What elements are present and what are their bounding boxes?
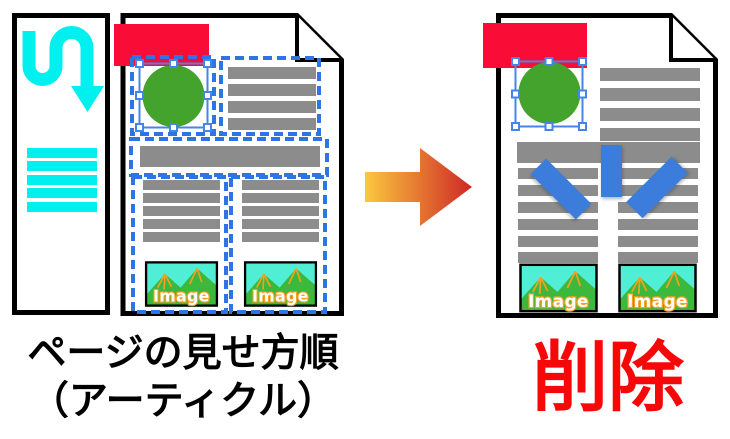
text-line (618, 236, 698, 247)
right-arrow-icon (365, 148, 472, 226)
page-after (483, 13, 718, 318)
text-line (518, 252, 598, 263)
cyan-text-lines (27, 148, 97, 212)
cyan-line (27, 202, 97, 212)
heading-bar (140, 146, 320, 167)
text-line (228, 84, 316, 96)
text-line (228, 118, 316, 130)
text-line (600, 88, 700, 101)
column-text-lines (143, 180, 319, 242)
selection-handle (203, 123, 212, 132)
s-curve-down-arrow-icon (22, 26, 104, 112)
text-line (600, 128, 700, 141)
selection-handle (135, 59, 144, 68)
text-line (518, 236, 598, 247)
deleted-block-left (530, 158, 592, 220)
before-caption-line2: （アーティクル） (29, 379, 337, 424)
text-line (600, 108, 700, 121)
deleted-block-vertical (601, 145, 622, 197)
text-line (618, 252, 698, 263)
text-line (143, 219, 220, 229)
text-line (242, 193, 319, 203)
image-placeholder (243, 261, 318, 307)
text-line (242, 219, 319, 229)
text-line (143, 193, 220, 203)
after-caption: 削除 (532, 333, 684, 422)
image-placeholder (519, 263, 598, 313)
text-line (143, 206, 220, 216)
selection-handle (135, 123, 144, 132)
article-frame-heading (129, 137, 329, 177)
cyan-line (27, 175, 97, 185)
text-line (600, 68, 700, 81)
circle-graphic (142, 65, 205, 127)
cyan-line (27, 188, 97, 198)
before-caption: ページの見せ方順 （アーティクル） (0, 330, 366, 426)
before-caption-line1: ページの見せ方順 (27, 331, 339, 376)
selection-handle (203, 59, 212, 68)
text-lines (228, 67, 316, 130)
text-line (518, 202, 598, 213)
selection-handle (169, 123, 178, 132)
text-line (143, 232, 220, 242)
selection-handle (544, 57, 554, 66)
text-lines (600, 68, 700, 141)
selection-handle (135, 91, 144, 100)
circle-graphic (518, 62, 581, 124)
selection-handle (511, 89, 520, 99)
article-frame-circle (130, 55, 216, 136)
text-line (242, 232, 319, 242)
article-frame-column-right (229, 175, 327, 314)
image-placeholder (144, 261, 219, 307)
selection-handles (511, 57, 587, 131)
text-line (518, 219, 598, 230)
selection-handle (203, 91, 212, 100)
text-line (228, 67, 316, 79)
text-line (228, 101, 316, 113)
article-frame-textblock (219, 56, 321, 136)
selection-handle (578, 122, 587, 131)
page-before (114, 13, 344, 316)
text-line (618, 219, 698, 230)
text-line (618, 202, 698, 213)
text-line (242, 206, 319, 216)
cyan-line (27, 148, 97, 158)
selection-handles (135, 59, 212, 132)
reading-order-panel (12, 13, 110, 315)
page-fold-corner (669, 15, 716, 62)
selection-handle (578, 89, 587, 99)
article-frame-column-left (131, 175, 228, 314)
selection-handle (511, 57, 520, 66)
deleted-blocks-graphic (530, 145, 688, 220)
selection-handle (169, 59, 178, 68)
text-line (143, 180, 220, 190)
header-banner (114, 24, 209, 66)
selection-handle (544, 122, 554, 131)
selection-handle (511, 122, 520, 131)
image-placeholder (618, 263, 697, 313)
text-line (242, 180, 319, 190)
deleted-block-right (626, 156, 688, 219)
cyan-line (27, 161, 97, 171)
selection-handle (578, 57, 587, 66)
